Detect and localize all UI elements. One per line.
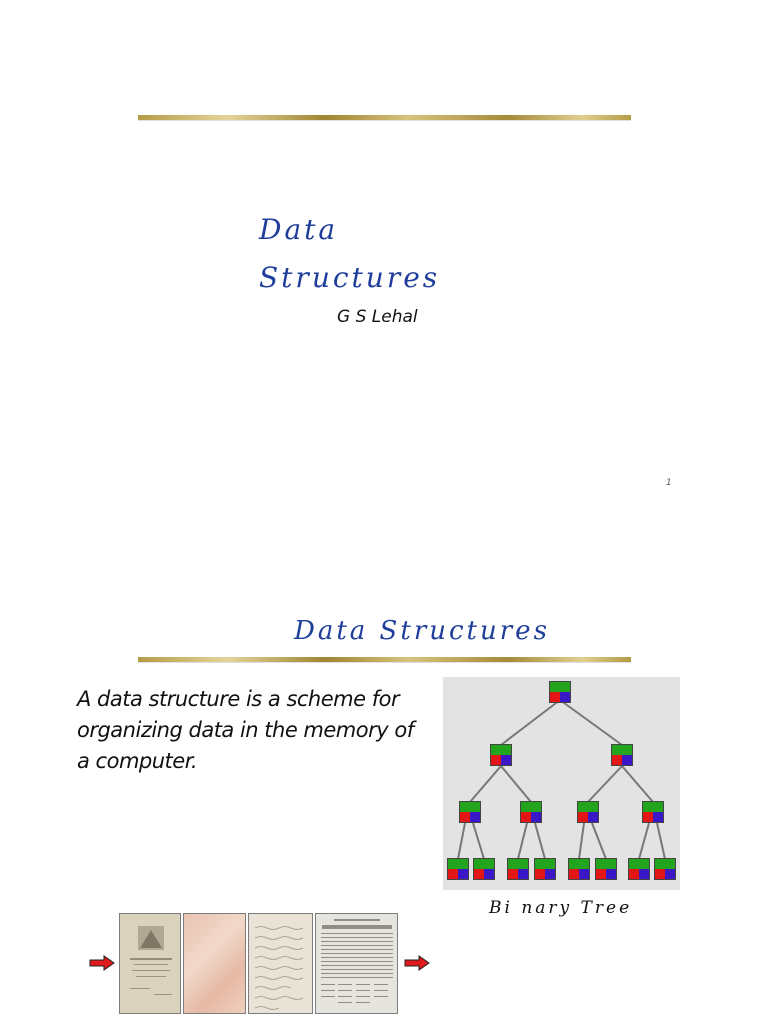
- tree-edges: [457, 699, 666, 860]
- arrow-right-icon: [89, 955, 115, 971]
- tree-leaf-node: [654, 858, 676, 880]
- tree-caption: Bi nary Tree: [489, 898, 633, 918]
- tree-leaf-node: [595, 858, 617, 880]
- handwritten-manuscript: [254, 926, 304, 1010]
- tree-leaf-node: [534, 858, 556, 880]
- slide1-title-line1: Data: [259, 213, 339, 246]
- tree-node: [611, 744, 633, 766]
- printed-declaration: [321, 919, 393, 1003]
- tree-leaf-node: [568, 858, 590, 880]
- tree-leaf-node: [507, 858, 529, 880]
- slide1-title-line2: Structures: [259, 261, 441, 294]
- definition-text: A data structure is a scheme for organiz…: [77, 687, 414, 773]
- tree-node: [642, 801, 664, 823]
- engraving-illustration: [130, 926, 172, 995]
- binary-tree-diagram: [443, 677, 680, 890]
- tree-leaf-node: [628, 858, 650, 880]
- tree-leaf-node: [447, 858, 469, 880]
- tree-node: [490, 744, 512, 766]
- tree-leaf-node: [473, 858, 495, 880]
- author-name: G S Lehal: [337, 307, 418, 327]
- tree-node-root: [549, 681, 571, 703]
- slide2-title: Data Structures: [294, 616, 550, 646]
- page-mark: 1: [666, 478, 672, 488]
- tree-node: [459, 801, 481, 823]
- arrow-right-icon: [404, 955, 430, 971]
- document-thumbnail: [119, 913, 181, 1014]
- document-thumbnail: [248, 913, 313, 1014]
- tree-node: [577, 801, 599, 823]
- slide1-top-rule: [138, 115, 631, 120]
- document-thumbnail: [183, 913, 246, 1014]
- slide2-rule: [138, 657, 631, 662]
- tree-node: [520, 801, 542, 823]
- document-thumbnail: [315, 913, 398, 1014]
- slide1-title: Data Structures: [259, 206, 559, 302]
